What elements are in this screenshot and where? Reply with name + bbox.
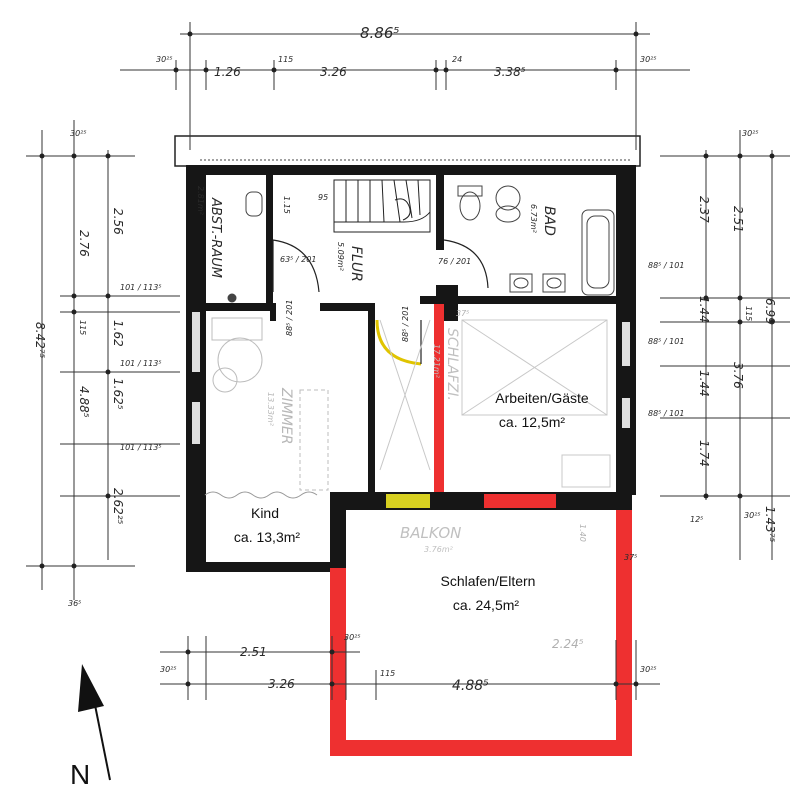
room-arbeiten-area: ca. 12,5m² [499,414,565,430]
dim-inner-375b: 37⁵ [624,553,637,562]
door-swings [272,239,489,366]
dim-right-e: 115 [744,306,753,321]
staircase [333,179,431,233]
label-bad: BAD [541,206,557,236]
window-left-1 [192,312,200,372]
dim-top-e: 24 [452,55,462,64]
dim-top-g: 30²⁵ [640,55,657,64]
dim-bottom-b: 30²⁵ [344,633,361,642]
kind-room-sketch [204,317,329,499]
new-room-labels: Arbeiten/Gäste ca. 12,5m² Kind ca. 13,3m… [234,390,589,613]
dim-left-d: 1.62 [111,320,125,347]
new-opening-red [484,494,556,508]
dim-right-f: 3.76 [731,362,745,389]
label-balkon-area: 3.76m² [424,545,454,554]
label-bad-area: 6.73m² [529,204,538,234]
balcony-edge [330,304,632,572]
dim-right-door1: 88⁵ / 101 [648,261,684,270]
dim-inner-140: 1.40 [578,524,587,542]
dim-left-b: 2.76 [77,230,91,257]
bedroom-sketch [379,319,611,488]
dim-right-d: 1.44 [697,296,711,323]
label-abst-raum: ABST.-RAUM [208,197,223,278]
dimension-texts: 8.86⁵ 30²⁵ 1.26 115 3.26 24 3.38⁵ 30²⁵ 3… [33,24,777,694]
dim-right-total: 6.99 [763,298,777,325]
dim-inner-115: 1.15 [282,196,291,214]
dim-left-e: 115 [78,320,87,335]
label-abst-raum-area: 2.81m² [196,186,205,216]
new-opening-yellow [386,494,430,508]
dim-door-885a: 88⁵ / 201 [285,300,294,336]
dim-top-d: 3.26 [320,65,347,79]
dim-bottom-e: 115 [380,669,395,678]
new-bedroom-extension [330,510,632,756]
exterior-walls [174,135,641,572]
dim-door-885b: 88⁵ / 201 [401,306,410,342]
label-flur-area: 5.09m² [336,242,345,272]
storage-fixture [227,191,263,303]
dim-right-h: 1.74 [697,440,711,467]
dim-left-door3: 101 / 113⁵ [120,443,162,452]
original-room-labels: ABST.-RAUM 2.81m² FLUR 5.09m² BAD 6.73m²… [196,186,557,554]
north-label: N [70,759,90,790]
dim-left-door2: 101 / 113⁵ [120,359,162,368]
dim-left-f: 4.88⁵ [77,386,91,418]
label-zimmer-area: 13.33m² [266,392,275,427]
dim-right-a: 30²⁵ [742,129,759,138]
dim-inner-95: 95 [318,193,328,202]
label-balkon: BALKON [400,524,461,542]
north-arrow: N [70,664,111,790]
dim-bottom-c: 30²⁵ [160,665,177,674]
label-schlafzi-area: 17.21m² [432,344,441,379]
dim-top-f: 3.38⁵ [494,65,526,79]
dim-top-total: 8.86⁵ [360,24,399,42]
window-right-2 [622,398,630,428]
dim-right-c: 2.51 [731,206,745,233]
dim-right-b: 2.37 [697,196,711,223]
dim-bottom-f: 4.88⁵ [452,678,489,694]
dimension-ticks [39,31,775,687]
dim-left-total: 8.42⁷⁵ [33,322,47,359]
dim-right-i: 1.43⁷⁵ [763,506,777,543]
interior-walls [206,175,630,493]
dim-left-g: 1.62⁵ [111,378,125,410]
label-zimmer: ZIMMER [278,387,294,444]
dim-door-635: 63⁵ / 201 [280,255,316,264]
dim-bottom-d: 3.26 [268,677,295,691]
dim-bottom-a: 2.51 [240,645,267,659]
label-flur: FLUR [348,246,364,282]
dim-right-g: 1.44 [697,370,711,397]
dim-right-j: 30²⁵ [744,511,761,520]
dim-left-a: 30²⁵ [70,129,87,138]
dim-door-76: 76 / 201 [438,257,471,266]
dim-inner-375: 37⁵ [456,309,469,318]
dim-left-h: 2.62²⁵ [111,488,125,525]
room-arbeiten-name: Arbeiten/Gäste [495,390,589,406]
dim-left-c: 2.56 [111,208,125,235]
bathroom-fixtures [457,185,615,296]
dim-right-door2: 88⁵ / 101 [648,337,684,346]
dim-right-k: 12⁵ [690,515,703,524]
dim-top-a: 30²⁵ [156,55,173,64]
dim-bottom-h: 2.24⁵ [552,637,584,651]
room-kind-name: Kind [251,505,279,521]
window-right-1 [622,322,630,366]
dim-right-door3: 88⁵ / 101 [648,409,684,418]
dim-bottom-g: 30²⁵ [640,665,657,674]
room-kind-area: ca. 13,3m² [234,529,300,545]
window-left-2 [192,402,200,444]
room-schlafen-area: ca. 24,5m² [453,597,519,613]
new-wall-red-vertical [434,304,444,492]
dimension-lines [26,22,790,700]
dim-top-b: 1.26 [214,65,241,79]
label-schlafzi: SCHLAFZI. [444,328,460,401]
north-arrow-head-icon [78,664,104,712]
room-schlafen-name: Schlafen/Eltern [441,573,536,589]
dim-top-c: 115 [278,55,293,64]
dim-left-i: 36⁵ [68,599,81,608]
dim-left-door1: 101 / 113⁵ [120,283,162,292]
